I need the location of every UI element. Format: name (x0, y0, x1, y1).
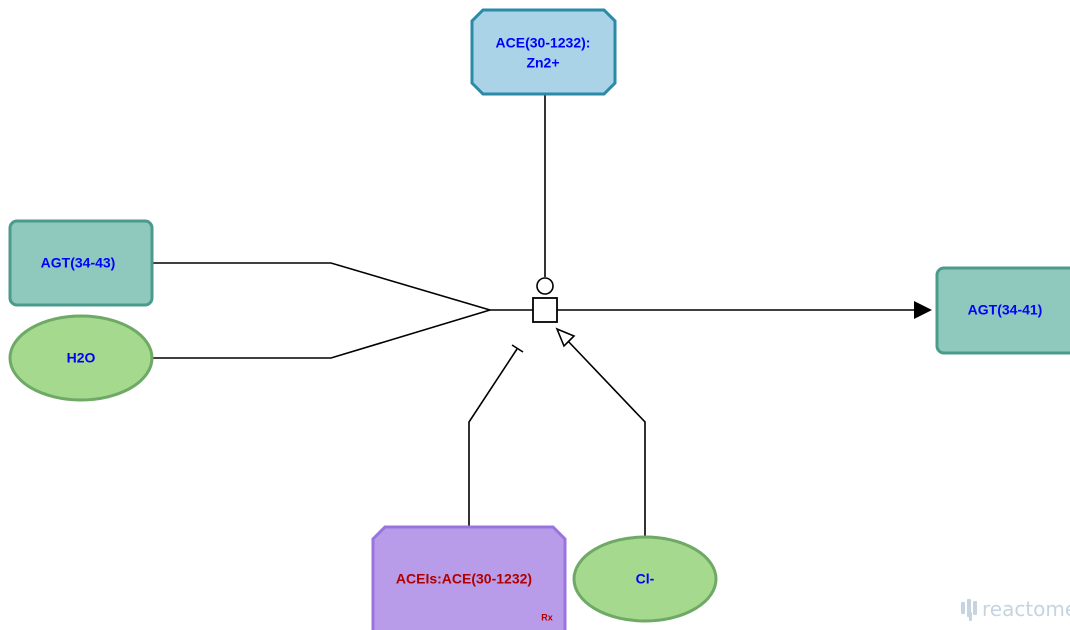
reactome-logo-icon (961, 599, 977, 621)
drug-badge-rx: Rx (541, 612, 553, 622)
inhibitor-complex-shape (371, 525, 567, 630)
output-protein-node-agt[interactable]: AGT(34-41) (935, 266, 1070, 355)
output-arrowhead (914, 301, 932, 319)
catalyst-complex-shape (470, 8, 617, 96)
inhibition-bar (511, 344, 524, 353)
activator-molecule-shape (572, 535, 718, 623)
catalyst-complex-node[interactable]: ACE(30-1232): Zn2+ (470, 8, 617, 96)
activation-arrowhead (555, 327, 576, 348)
input-molecule-shape (8, 314, 154, 402)
catalyst-label-line2: Zn2+ (526, 55, 559, 71)
output-protein-shape (935, 266, 1070, 355)
output-protein-label: AGT(34-41) (968, 302, 1043, 318)
activation-edge (566, 339, 646, 537)
activator-molecule-node-cl[interactable]: Cl- (572, 535, 718, 623)
reactome-logo: reactome (961, 597, 1070, 621)
input-molecule-node-h2o[interactable]: H2O (8, 314, 154, 402)
reactome-logo-text: reactome (982, 597, 1070, 621)
inhibitor-complex-node[interactable]: ACEIs:ACE(30-1232) Rx (371, 525, 567, 630)
catalysis-circle-marker (536, 277, 554, 295)
catalyst-label-line1: ACE(30-1232): (496, 35, 591, 51)
process-node[interactable] (532, 297, 558, 323)
input-protein-shape (8, 219, 154, 307)
input-protein-node-agt[interactable]: AGT(34-43) (8, 219, 154, 307)
input-molecule-label: H2O (67, 350, 96, 366)
input-edge-agt (152, 262, 491, 311)
inhibition-edge (468, 348, 518, 527)
input-protein-label: AGT(34-43) (41, 255, 116, 271)
activator-label: Cl- (636, 571, 655, 587)
inhibitor-label: ACEIs:ACE(30-1232) (396, 571, 532, 587)
input-edge-h2o (152, 309, 491, 359)
